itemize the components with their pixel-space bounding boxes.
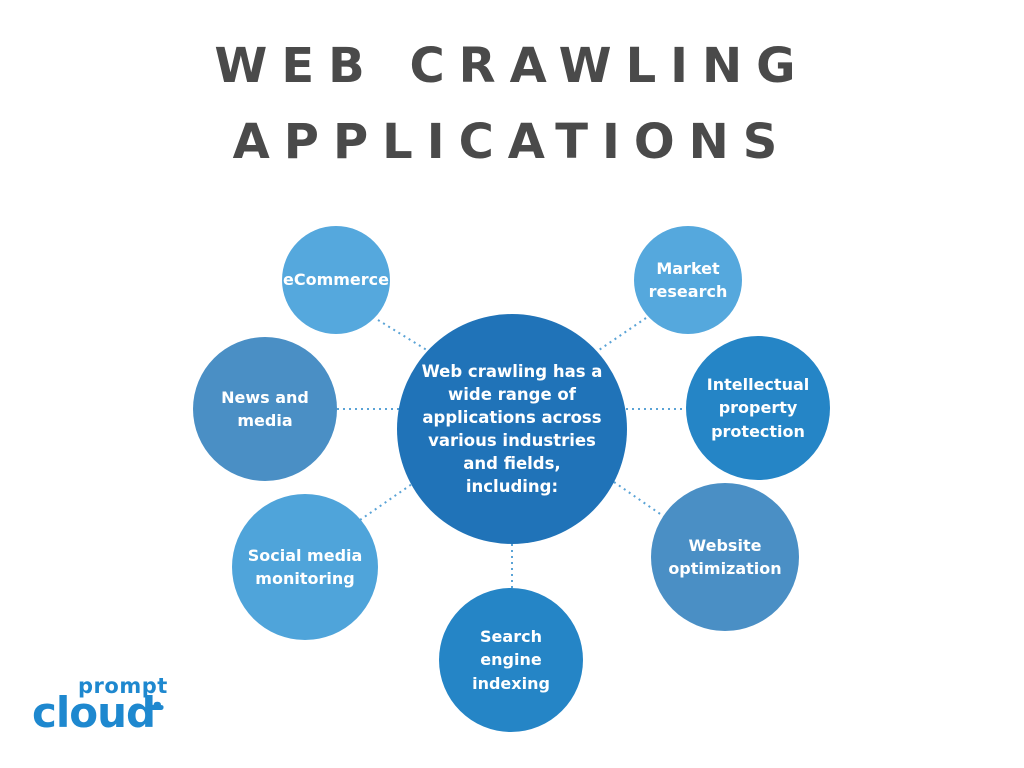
- node-search-indexing: Search engine indexing: [439, 588, 583, 732]
- node-ecommerce-label: eCommerce: [283, 270, 390, 290]
- center-node: Web crawling has a wide range of applica…: [397, 314, 627, 544]
- node-social-media-label: Social media monitoring: [247, 545, 363, 588]
- node-website-optimization: Website optimization: [651, 483, 799, 631]
- node-ecommerce: eCommerce: [282, 226, 390, 334]
- node-website-optimization-label: Website optimization: [668, 535, 782, 578]
- node-news-media-label: News and media: [221, 387, 309, 430]
- node-market-research-label: Market research: [648, 258, 728, 301]
- logo-text-bottom: cloud: [32, 688, 156, 737]
- connector-social-media: [359, 483, 413, 521]
- node-search-indexing-label: Search engine indexing: [472, 627, 550, 693]
- connector-market-research: [595, 317, 647, 353]
- logo-text-top: prompt: [78, 674, 168, 698]
- center-node-text: Web crawling has a wide range of applica…: [421, 361, 603, 497]
- node-news-media: News and media: [193, 337, 337, 481]
- promptcloud-logo: prompt cloud: [32, 676, 167, 737]
- node-market-research: Market research: [634, 226, 742, 334]
- title-line-2: APPLICATIONS: [232, 114, 792, 170]
- connector-website-optimization: [613, 481, 667, 519]
- connector-ecommerce: [377, 319, 431, 353]
- title-line-1: WEB CRAWLING: [214, 38, 810, 94]
- node-ip-protection-label: Intellectual property protection: [706, 375, 810, 441]
- cloud-icon: [150, 701, 164, 710]
- node-ip-protection: Intellectual property protection: [686, 336, 830, 480]
- node-social-media: Social media monitoring: [232, 494, 378, 640]
